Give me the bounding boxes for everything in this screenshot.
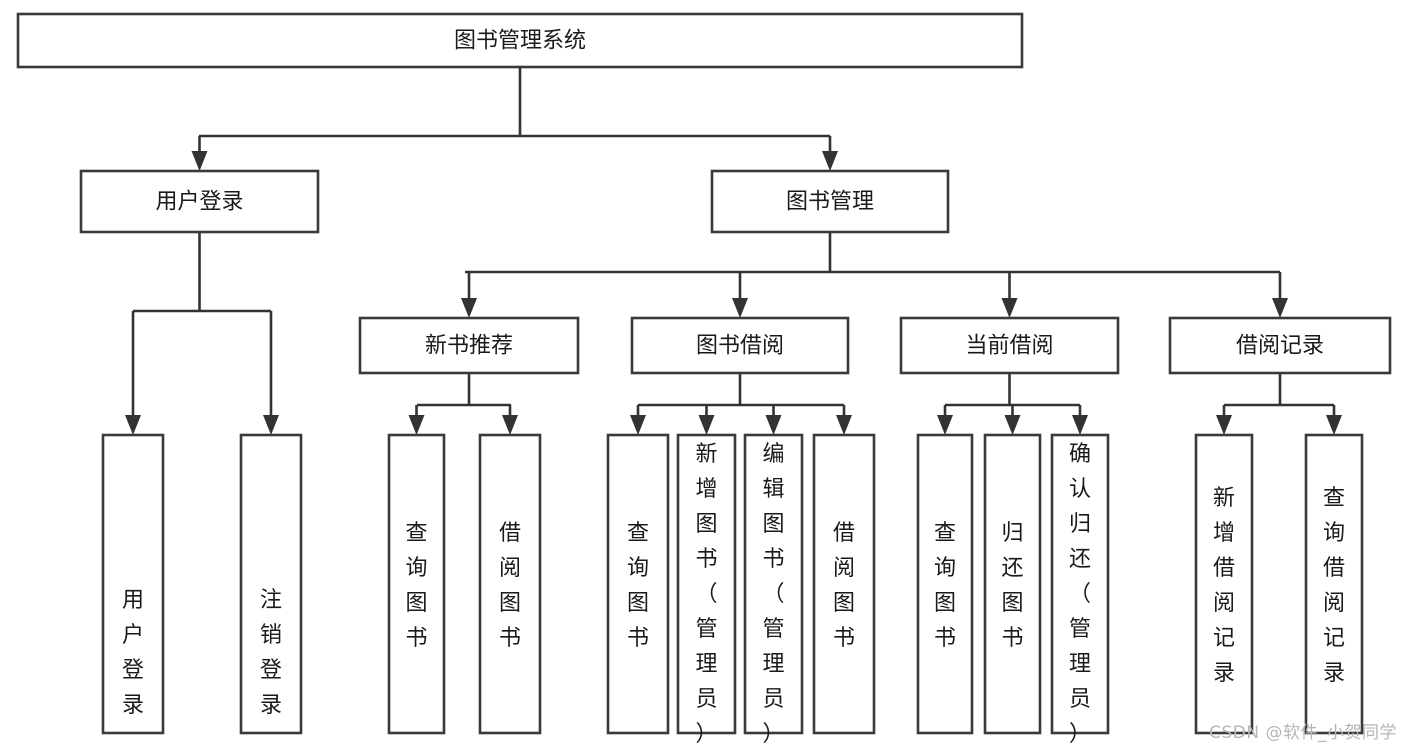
node-box[interactable] (239, 433, 303, 735)
connector-group-newbook (408, 373, 518, 435)
node-box[interactable] (606, 433, 670, 735)
node-box[interactable] (387, 433, 446, 735)
csdn-watermark: CSDN @软件_小贺同学 (1209, 723, 1397, 743)
node-label: 用户登录 (155, 190, 243, 215)
node-label: 查询借阅记录 (1323, 486, 1345, 686)
arrow-head-icon (408, 415, 425, 435)
node-label: 新增借阅记录 (1213, 486, 1235, 686)
node-label: 新书推荐 (425, 334, 513, 359)
node-box[interactable] (478, 433, 542, 735)
node-leaf-new-borrow[interactable]: 借阅图书 (478, 433, 542, 735)
node-login[interactable]: 用户登录 (79, 169, 320, 234)
arrow-head-icon (1072, 415, 1088, 435)
node-borrow[interactable]: 图书借阅 (630, 316, 850, 375)
node-box[interactable] (79, 169, 320, 234)
node-box[interactable] (676, 433, 737, 735)
node-box[interactable] (710, 169, 950, 234)
arrow-head-icon (1216, 415, 1232, 435)
connector-group-borrow (630, 373, 852, 435)
node-leaf-bw-edit[interactable]: 编辑图书（管理员） (743, 433, 804, 747)
node-leaf-rec-query[interactable]: 查询借阅记录 (1304, 433, 1364, 735)
arrow-head-icon (125, 415, 141, 435)
node-label: 确认归还（管理员） (1069, 442, 1091, 747)
node-newbook[interactable]: 新书推荐 (358, 316, 580, 375)
node-leaf-new-query[interactable]: 查询图书 (387, 433, 446, 735)
node-label: 新增图书（管理员） (695, 442, 717, 747)
connector-group-bookmgmt (461, 232, 1288, 318)
connector-group-root (191, 67, 838, 171)
node-leaf-user-logout[interactable]: 注销登录 (239, 433, 303, 735)
node-leaf-bw-lend[interactable]: 借阅图书 (812, 433, 876, 735)
arrow-head-icon (765, 415, 782, 435)
node-bookmgmt[interactable]: 图书管理 (710, 169, 950, 234)
node-box[interactable] (983, 433, 1042, 735)
arrow-head-icon (698, 415, 715, 435)
node-box[interactable] (743, 433, 804, 735)
arrow-head-icon (1001, 298, 1018, 318)
arrow-head-icon (1004, 415, 1021, 435)
node-box[interactable] (630, 316, 850, 375)
node-leaf-cur-confirm[interactable]: 确认归还（管理员） (1050, 433, 1110, 747)
arrow-head-icon (630, 415, 646, 435)
node-label: 图书管理系统 (454, 29, 586, 54)
node-box[interactable] (1304, 433, 1364, 735)
connector-group-current (937, 373, 1088, 435)
node-leaf-cur-query[interactable]: 查询图书 (916, 433, 974, 735)
node-box[interactable] (1168, 316, 1392, 375)
arrow-head-icon (937, 415, 953, 435)
arrow-head-icon (461, 298, 477, 318)
node-label: 编辑图书（管理员） (762, 442, 784, 747)
arrow-head-icon (1272, 298, 1288, 318)
node-label: 注销登录 (260, 588, 282, 718)
connector-group-login (125, 232, 279, 435)
node-leaf-bw-query[interactable]: 查询图书 (606, 433, 670, 735)
node-label: 借阅记录 (1236, 334, 1324, 359)
node-current[interactable]: 当前借阅 (899, 316, 1120, 375)
node-box[interactable] (16, 12, 1024, 69)
node-box[interactable] (1194, 433, 1254, 735)
arrow-head-icon (263, 415, 279, 435)
node-label: 查询图书 (934, 521, 956, 651)
node-leaf-user-login[interactable]: 用户登录 (101, 433, 165, 735)
node-box[interactable] (916, 433, 974, 735)
node-leaf-rec-add[interactable]: 新增借阅记录 (1194, 433, 1254, 735)
node-label: 归还图书 (1001, 521, 1023, 651)
node-label: 当前借阅 (965, 334, 1053, 359)
node-label: 借阅图书 (499, 521, 521, 651)
arrow-head-icon (732, 298, 748, 318)
node-box[interactable] (899, 316, 1120, 375)
node-box[interactable] (812, 433, 876, 735)
node-layer: 图书管理系统用户登录图书管理新书推荐图书借阅当前借阅借阅记录用户登录注销登录查询… (16, 12, 1392, 747)
node-label: 查询图书 (627, 521, 649, 651)
node-records[interactable]: 借阅记录 (1168, 316, 1392, 375)
node-label: 查询图书 (405, 521, 427, 651)
arrow-head-icon (191, 151, 208, 171)
connector-layer (125, 67, 1342, 435)
arrow-head-icon (502, 415, 518, 435)
node-root[interactable]: 图书管理系统 (16, 12, 1024, 69)
node-label: 用户登录 (122, 588, 144, 718)
node-box[interactable] (358, 316, 580, 375)
arrow-head-icon (1326, 415, 1342, 435)
arrow-head-icon (822, 151, 838, 171)
node-box[interactable] (101, 433, 165, 735)
arrow-head-icon (836, 415, 852, 435)
node-label: 借阅图书 (833, 521, 855, 651)
node-label: 图书借阅 (696, 334, 784, 359)
node-box[interactable] (1050, 433, 1110, 735)
node-label: 图书管理 (786, 190, 874, 215)
node-leaf-bw-add[interactable]: 新增图书（管理员） (676, 433, 737, 747)
connector-group-records (1216, 373, 1342, 435)
node-leaf-cur-return[interactable]: 归还图书 (983, 433, 1042, 735)
